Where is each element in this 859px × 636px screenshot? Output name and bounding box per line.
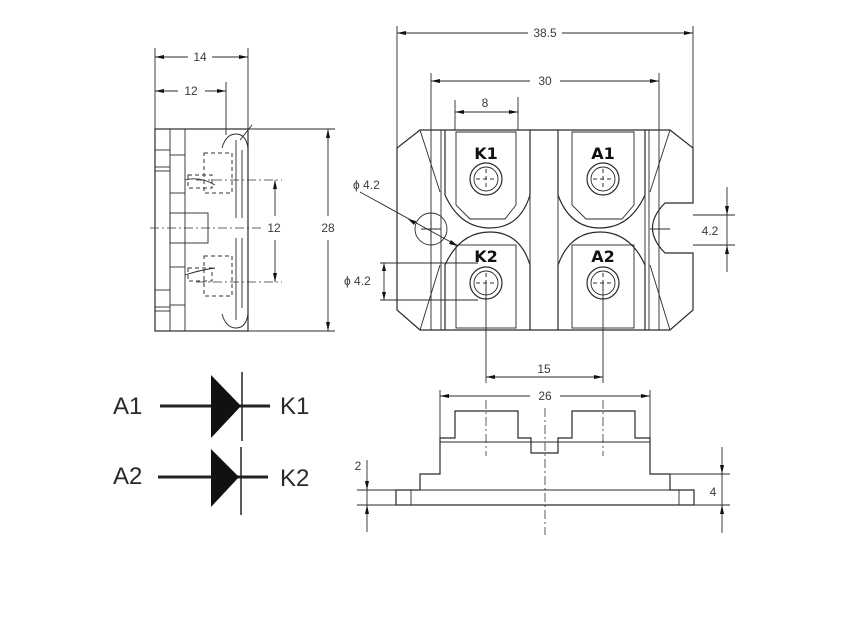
terminal-a2-label: A2 [591,247,615,266]
dim-terminal-hole-diameter: ϕ 4.2 [344,262,478,301]
dim-base-width-label: 26 [538,389,552,403]
dim-base-width: 26 [439,389,651,460]
dim-mount-hole-pitch: 30 [430,73,660,330]
terminal-a1-label: A1 [591,144,615,163]
dim-step-height: 4 [670,447,730,533]
dim-terminal-pitch: 12 [267,180,281,282]
mounting-slot [650,221,670,237]
dim-flange-height-label: 2 [355,459,362,473]
side-view: 14 12 [150,48,335,332]
terminal-k1-label: K1 [474,144,498,163]
diode-2-anode-label: A2 [113,463,142,490]
dim-terminal-hole-diameter-label: ϕ 4.2 [344,274,371,288]
dim-mount-hole-pitch-label: 30 [538,74,552,88]
front-view: 26 2 4 [355,389,730,535]
dim-terminal-width-label: 8 [482,96,489,110]
mounting-hole [414,212,448,246]
dim-overall-length: 38.5 [396,26,694,150]
schematic: A1 K1 A2 K2 [113,372,309,515]
dim-flange-height: 2 [355,459,396,532]
dim-step-height-label: 4 [710,485,717,499]
dim-terminal-pitch-label: 12 [267,221,281,235]
diode-1-anode-label: A1 [113,393,142,420]
dim-hole-diameter-label: ϕ 4.2 [353,178,380,192]
diode-2: A2 K2 [113,447,309,515]
terminal-a2: A2 [557,231,646,330]
dim-terminal-spacing: 15 [485,283,604,383]
dim-slot-width: 4.2 [693,187,735,272]
dim-inner-depth-label: 12 [184,84,198,98]
diode-1-cathode-label: K1 [280,393,309,420]
dim-hole-diameter: ϕ 4.2 [353,178,459,247]
diode-1-symbol [211,375,241,438]
terminal-a1: A1 [557,130,646,229]
dim-overall-length-label: 38.5 [533,26,557,40]
diode-2-cathode-label: K2 [280,465,309,492]
top-view: 38.5 30 8 [344,26,735,383]
dim-slot-width-label: 4.2 [702,224,719,238]
dim-height: 28 [248,128,335,332]
dim-height-label: 28 [321,221,335,235]
diode-2-symbol [211,449,239,507]
dim-overall-depth: 14 [155,50,248,64]
diode-1: A1 K1 [113,372,309,441]
terminal-k2: K2 [444,231,531,330]
dim-terminal-spacing-label: 15 [537,362,551,376]
dim-overall-depth-label: 14 [193,50,207,64]
terminal-k1: K1 [444,130,531,229]
dim-inner-depth: 12 [155,84,226,98]
terminal-k2-label: K2 [474,247,498,266]
dim-terminal-width: 8 [454,96,519,130]
